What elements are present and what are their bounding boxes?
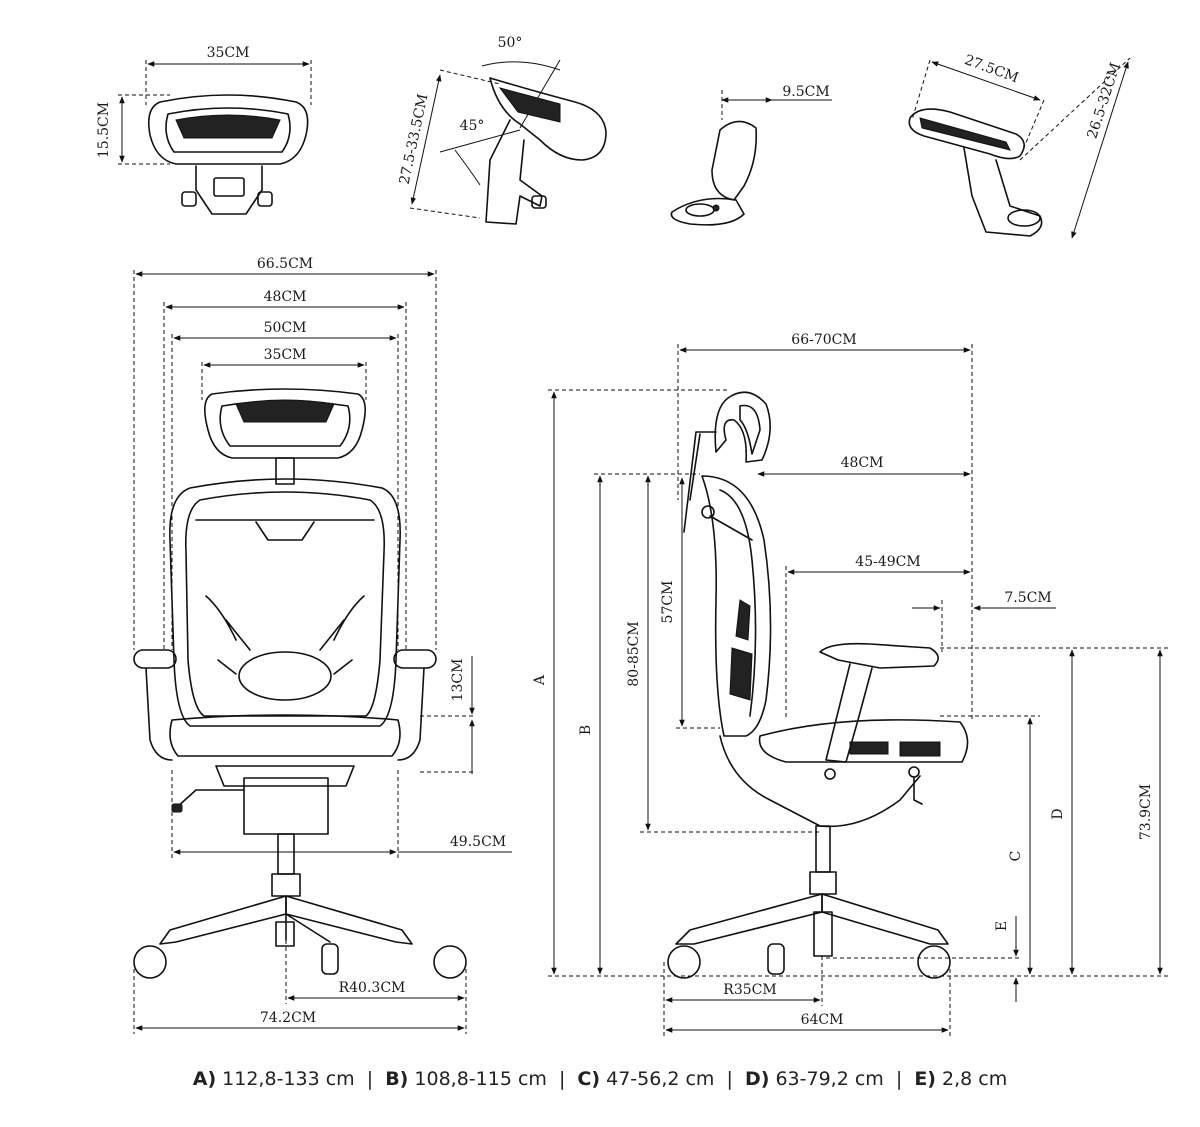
legend-item-b: B) 108,8-115 cm (385, 1068, 547, 1090)
armrest-length-label: 27.5CM (962, 52, 1020, 86)
legend-item-d: D) 63-79,2 cm (744, 1068, 884, 1090)
front-arm-to-seat-label: 13CM (450, 659, 466, 702)
side-arm-offset-label: 7.5CM (1004, 590, 1051, 606)
front-base-radius-label: R40.3CM (339, 980, 406, 996)
side-label-c: C (1008, 851, 1024, 862)
side-back-range-label: 80-85CM (626, 621, 642, 686)
front-width-48-label: 48CM (264, 289, 307, 305)
side-label-a: A (532, 674, 548, 686)
side-total-height-label: 73.9CM (1138, 784, 1154, 840)
legend-separator: | (726, 1068, 733, 1090)
armrest-detail: 27.5CM 26.5-32CM (908, 52, 1131, 239)
side-base-radius-label: R35CM (723, 982, 776, 998)
side-seat-depth-label: 45-49CM (855, 554, 920, 570)
chair-dimension-diagram: 35CM 15.5CM 27.5-33.5CM 50° 45° 9.5CM (96, 35, 1170, 1036)
side-overall-depth-label: 66-70CM (791, 332, 856, 348)
front-width-50-label: 50CM (264, 320, 307, 336)
lumbar-detail: 9.5CM (670, 84, 832, 226)
legend-separator: | (366, 1068, 374, 1090)
headrest-front-detail: 35CM 15.5CM (96, 45, 312, 215)
side-view: 66-70CM A B 80-85CM 57CM 48CM 45-49CM 7.… (532, 332, 1170, 1036)
side-48-label: 48CM (841, 455, 884, 471)
side-backrest-height-label: 57CM (660, 581, 676, 624)
front-overall-width-label: 66.5CM (257, 256, 313, 272)
headrest-side-detail: 27.5-33.5CM 50° 45° (397, 35, 607, 225)
armrest-height-range-label: 26.5-32CM (1084, 61, 1124, 141)
legend-separator: | (558, 1068, 566, 1090)
lumbar-depth-label: 9.5CM (782, 84, 829, 100)
front-base-diameter-label: 74.2CM (260, 1010, 316, 1026)
front-backrest-width-label: 35CM (264, 347, 307, 363)
side-label-d: D (1050, 808, 1066, 819)
legend-item-a: A) 112,8-133 cm (192, 1068, 355, 1090)
legend-item-e: E) 2,8 cm (914, 1068, 1008, 1090)
headrest-width-label: 35CM (207, 45, 250, 61)
front-view: 66.5CM 48CM 50CM 35CM (133, 256, 512, 1034)
headrest-angle-bottom-label: 45° (460, 118, 485, 134)
side-base-diameter-label: 64CM (801, 1012, 844, 1028)
legend-separator: | (895, 1068, 903, 1090)
front-seat-width-label: 49.5CM (450, 834, 506, 850)
headrest-height-label: 15.5CM (96, 102, 112, 158)
dimension-legend: A) 112,8-133 cm | B) 108,8-115 cm | C) 4… (0, 1068, 1200, 1090)
legend-item-c: C) 47-56,2 cm (577, 1068, 715, 1090)
side-label-e: E (994, 921, 1010, 931)
side-label-b: B (578, 725, 594, 735)
headrest-angle-top-label: 50° (498, 35, 523, 51)
